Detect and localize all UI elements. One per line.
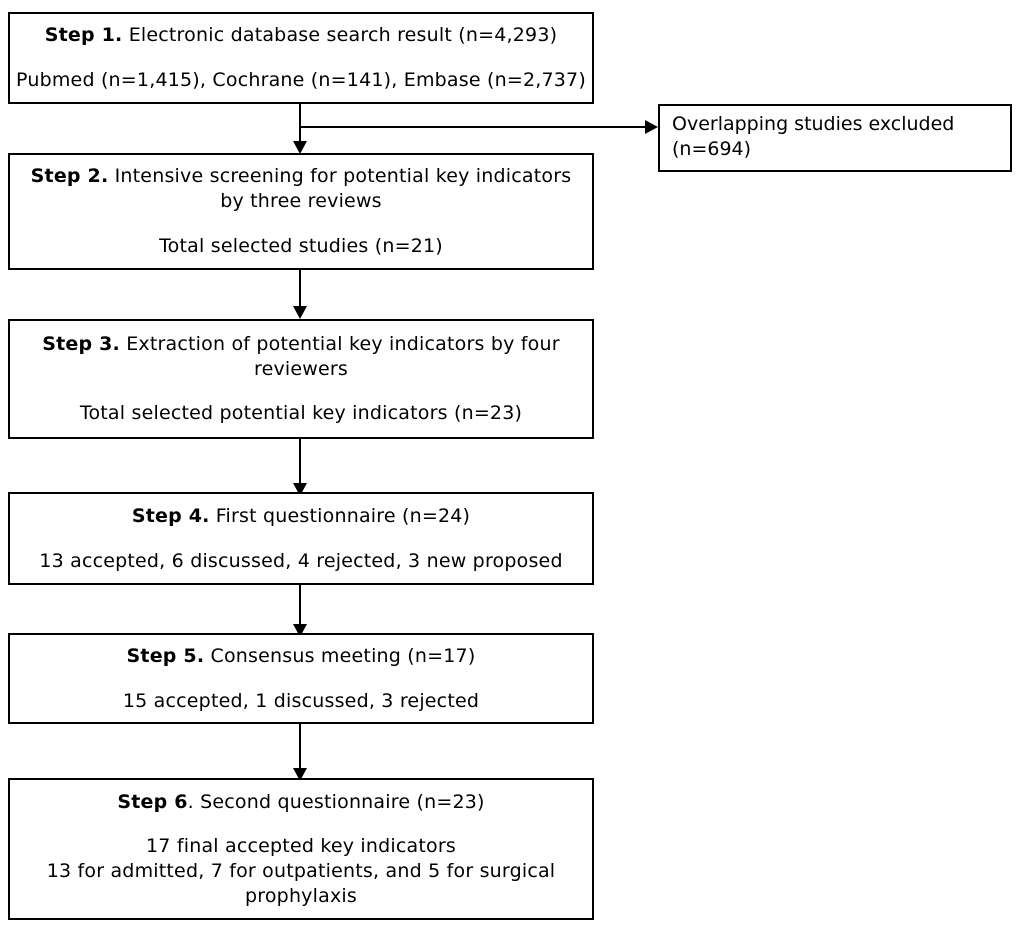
step-6-line-3: 13 for admitted, 7 for outpatients, and … — [46, 860, 556, 882]
step-5-line-1: Step 5. Consensus meeting (n=17) — [10, 644, 592, 669]
step-2-line-3: Total selected studies (n=21) — [159, 234, 443, 257]
connector-step5-step6-arrowhead — [293, 768, 307, 781]
connector-step1-step2-arrowhead — [293, 141, 307, 154]
step-3-line-2: reviewers — [253, 357, 349, 380]
step-2-title: Intensive screening for potential key in… — [108, 165, 572, 188]
connector-step4-step5-line — [299, 585, 301, 631]
node-step-1[interactable]: Step 1. Electronic database search resul… — [8, 12, 594, 104]
step-5-line-2: 15 accepted, 1 discussed, 3 rejected — [122, 689, 480, 712]
step-2-line-1: Step 2. Intensive screening for potentia… — [10, 164, 592, 189]
node-step-3[interactable]: Step 3. Extraction of potential key indi… — [8, 319, 594, 439]
step-4-label: Step 4. — [131, 504, 210, 527]
step-2-label: Step 2. — [30, 165, 109, 188]
node-step-6[interactable]: Step 6. Second questionnaire (n=23) 17 f… — [8, 778, 594, 920]
step-1-title: Electronic database search result (n=4,2… — [122, 24, 558, 47]
step-5-title: Consensus meeting (n=17) — [204, 644, 476, 667]
step-6-line-1: Step 6. Second questionnaire (n=23) — [10, 790, 592, 815]
step-6-line-4: prophylaxis — [245, 884, 357, 907]
step-3-label: Step 3. — [42, 332, 120, 355]
step-6-title: . Second questionnaire (n=23) — [187, 790, 485, 813]
step-6-line-2: 17 final accepted key indicators — [146, 835, 456, 858]
step-3-line-1: Step 3. Extraction of potential key indi… — [10, 332, 592, 357]
excluded-line-1: Overlapping studies excluded — [672, 113, 955, 135]
node-step-2[interactable]: Step 2. Intensive screening for potentia… — [8, 153, 594, 270]
connector-step1-excluded-arrowhead — [645, 120, 658, 134]
step-6-label: Step 6 — [117, 790, 188, 813]
step-3-line-3: Total selected potential key indicators … — [79, 402, 523, 425]
step-5-label: Step 5. — [126, 644, 205, 667]
step-1-line-1: Step 1. Electronic database search resul… — [10, 23, 592, 48]
excluded-line-2: (n=694) — [672, 137, 752, 160]
node-step-4[interactable]: Step 4. First questionnaire (n=24) 13 ac… — [8, 492, 594, 585]
connector-step2-step3-line — [299, 270, 301, 313]
node-overlapping-studies-excluded[interactable]: Overlapping studies excluded (n=694) — [658, 104, 1012, 172]
node-step-5[interactable]: Step 5. Consensus meeting (n=17) 15 acce… — [8, 633, 594, 724]
step-3-title: Extraction of potential key indicators b… — [119, 332, 560, 355]
step-4-title: First questionnaire (n=24) — [209, 504, 471, 527]
step-1-label: Step 1. — [44, 24, 123, 47]
step-4-line-2: 13 accepted, 6 discussed, 4 rejected, 3 … — [39, 549, 563, 572]
connector-step5-step6-line — [299, 724, 301, 775]
step-2-line-2: by three reviews — [220, 190, 382, 213]
connector-step2-step3-arrowhead — [293, 306, 307, 319]
connector-step1-excluded-line — [299, 126, 649, 128]
step-4-line-1: Step 4. First questionnaire (n=24) — [10, 504, 592, 529]
step-1-line-2: Pubmed (n=1,415), Cochrane (n=141), Emba… — [16, 69, 586, 91]
connector-step3-step4-line — [299, 439, 301, 490]
